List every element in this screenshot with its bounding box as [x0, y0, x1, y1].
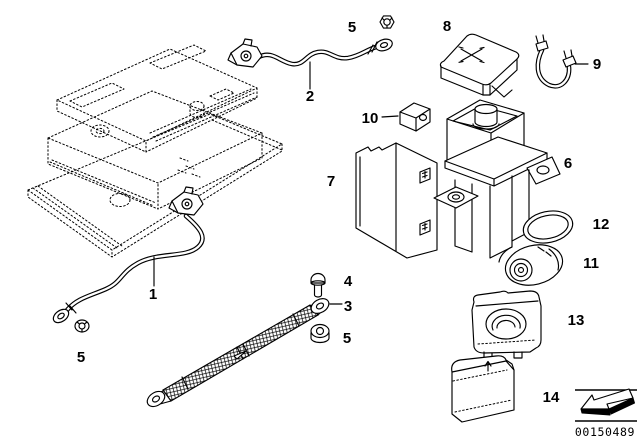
callout-5-top[interactable]: 5	[348, 19, 356, 36]
housing-part-13	[471, 290, 542, 360]
spacer-block-part-10	[399, 102, 431, 132]
callout-2[interactable]: 2	[306, 88, 314, 105]
battery-illustration	[47, 44, 263, 210]
callout-5-right[interactable]: 5	[343, 330, 351, 347]
callout-14[interactable]: 14	[543, 389, 560, 406]
nut-part-5-left	[74, 319, 90, 333]
bolt-part-4	[310, 272, 326, 298]
callout-13[interactable]: 13	[568, 312, 585, 329]
callout-4[interactable]: 4	[344, 273, 353, 290]
battery-tray-illustration	[27, 113, 283, 258]
nut-part-5-right	[310, 323, 330, 344]
battery-terminal-holder-part-6	[433, 99, 561, 259]
callout-11[interactable]: 11	[583, 255, 599, 272]
seal-ring-part-12	[522, 210, 574, 244]
negative-battery-cable-part-1	[52, 186, 205, 324]
nut-part-5-top	[379, 15, 395, 29]
direction-arrow-icon	[580, 388, 635, 416]
callout-3[interactable]: 3	[344, 298, 352, 315]
cover-part-8	[439, 33, 520, 98]
jumper-wire-part-9	[535, 34, 577, 89]
callout-6[interactable]: 6	[564, 155, 572, 172]
cover-part-14	[451, 355, 515, 423]
callout-12[interactable]: 12	[593, 216, 610, 233]
callout-9[interactable]: 9	[593, 56, 601, 73]
callout-10[interactable]: 10	[362, 110, 379, 127]
callout-8[interactable]: 8	[443, 18, 451, 35]
callout-7[interactable]: 7	[327, 173, 335, 190]
doc-number: 00150489	[575, 425, 635, 439]
ground-strap-part-3	[146, 298, 330, 408]
callout-5-left[interactable]: 5	[77, 349, 85, 366]
round-component-part-11	[498, 244, 564, 286]
positive-battery-cable-part-2	[227, 38, 393, 68]
callout-leader-lines	[153, 61, 589, 305]
callout-1[interactable]: 1	[149, 286, 157, 303]
cover-panel-part-7	[355, 142, 438, 259]
